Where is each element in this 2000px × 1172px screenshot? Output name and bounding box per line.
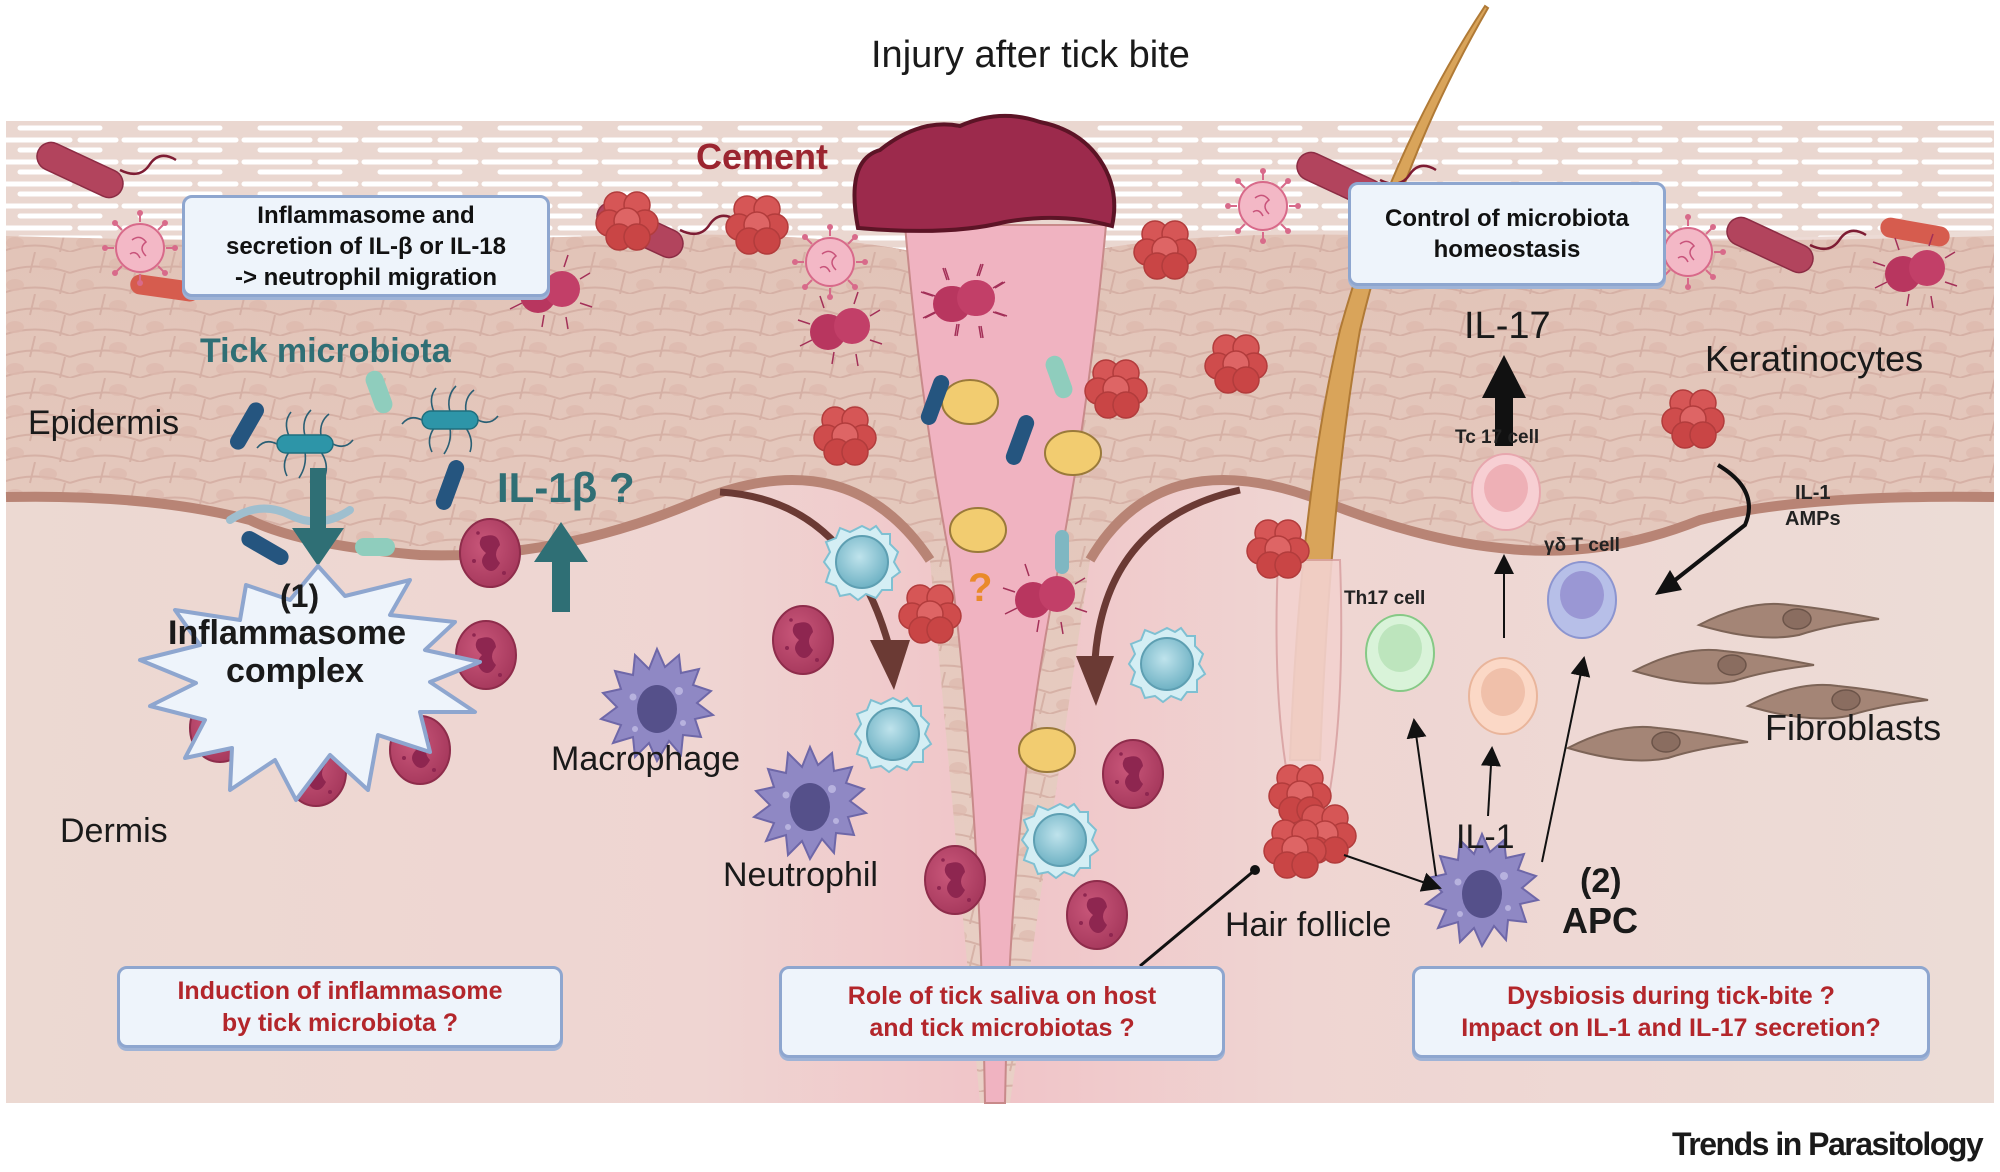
dermis-label: Dermis [60,812,168,850]
il1b-label: IL-1β ? [497,464,635,511]
cement-label: Cement [696,136,829,177]
box-line: secretion of IL-β or IL-18 [225,232,507,260]
arrow-apc-to-naive [1480,746,1501,817]
epidermis-label: Epidermis [28,404,180,442]
virus [101,209,179,287]
apc-label: APC [1562,900,1639,941]
inflammasome-complex-line2: complex [226,652,364,690]
basement-membrane-right [1085,475,1995,563]
connector-saliva-box [1139,868,1256,968]
gamma-delta-t-cell [1547,561,1617,639]
inflammasome-secretion-box: Inflammasome and secretion of IL-β or IL… [182,195,550,297]
box-line: Role of tick saliva on host [847,982,1157,1010]
inflammasome-starburst [138,564,482,802]
tc17-cell-label: Tc 17 cell [1455,427,1540,448]
apc-number-label: (2) [1580,862,1622,900]
il1-label: IL-1 [1456,818,1515,856]
box-line: Dysbiosis during tick-bite ? [1507,982,1835,1010]
tick-microbiota-bacteria [226,370,499,568]
box-line: -> neutrophil migration [235,263,497,291]
arrow-keratinocytes-to-gdt-head [1655,570,1682,595]
th17-cell-label: Th17 cell [1344,588,1426,609]
hair-follicle-label: Hair follicle [1225,906,1392,944]
keratinocytes-label: Keratinocytes [1705,338,1924,379]
il1-amps-label-line2: AMPs [1785,508,1841,530]
arrow-apc-to-th17 [1406,718,1437,877]
box-line: and tick microbiotas ? [869,1014,1135,1042]
inflammasome-complex-line1: Inflammasome [168,614,407,652]
migration-arrow-right [1091,486,1241,661]
migration-arrow-left [719,488,894,651]
naive-t-cell [1468,657,1538,735]
inflammasome-number: (1) [280,578,320,614]
arrow-keratinocytes-to-gdt [1663,463,1751,590]
box-line: by tick microbiota ? [221,1009,459,1037]
gamma-delta-t-cell-label: γδ T cell [1544,535,1620,556]
figure-title: Injury after tick bite [871,34,1190,76]
dysbiosis-question-box: Dysbiosis during tick-bite ? Impact on I… [1412,966,1930,1058]
neutrophil-cell [1066,880,1128,950]
il17-label: IL-17 [1464,305,1551,347]
journal-name: Trends in Parasitology [1672,1126,1984,1162]
il1b-up-arrow [534,522,588,612]
migration-arrow-left-head [870,640,910,690]
cement-plug [852,113,1117,233]
arrow-apc-to-gdt [1541,656,1591,863]
saliva-question-box: Role of tick saliva on host and tick mic… [779,966,1225,1058]
macrophage-label: Macrophage [551,740,741,778]
induction-question-box: Induction of inflammasome by tick microb… [117,966,563,1048]
neutrophil-cell [459,518,521,588]
tick-microbiota-label: Tick microbiota [200,332,451,370]
neutrophil-cell [924,845,986,915]
basement-membrane-left [5,475,935,563]
box-line: Inflammasome and [257,201,475,229]
il1-amps-label-line1: IL-1 [1795,482,1831,504]
neutrophil-cell [455,620,517,690]
box-line: Impact on IL-1 and IL-17 secretion? [1461,1014,1881,1042]
flagellated-rod-bacterium [1880,217,1950,247]
neutrophil-cell [1102,739,1164,809]
il17-up-arrow [1482,355,1526,446]
neutrophil-cell [772,605,834,675]
box-line: homeostasis [1433,236,1581,263]
microbiota-down-arrow [292,468,344,566]
microbiota-control-box: Control of microbiota homeostasis [1348,182,1666,286]
wound-microbes [918,263,1102,773]
virus [1224,167,1302,245]
unknown-question-mark: ? [968,566,993,610]
neutrophil-label: Neutrophil [723,856,878,894]
migration-arrow-right-head [1076,656,1114,706]
virus [791,223,869,301]
arrow-follicle-to-apc [1343,854,1442,892]
box-line: Induction of inflammasome [177,977,503,1005]
tc17-cell [1471,453,1541,531]
connector-dot [1250,865,1260,875]
box-line: Control of microbiota [1385,205,1629,232]
fibroblasts-label: Fibroblasts [1765,707,1942,748]
th17-cell [1365,614,1435,692]
